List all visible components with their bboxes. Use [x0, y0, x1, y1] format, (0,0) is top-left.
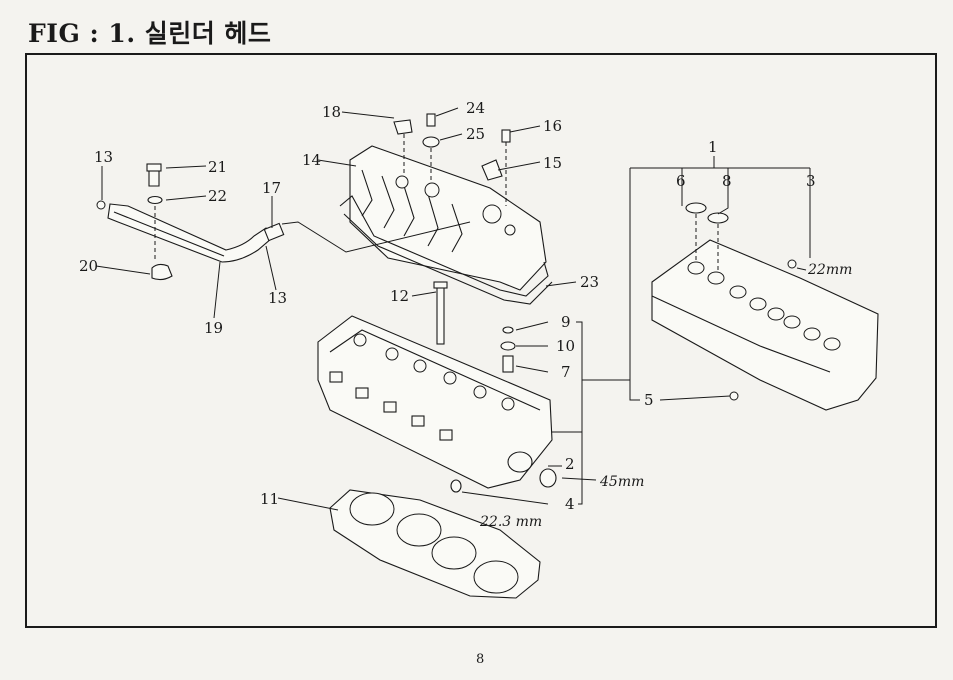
leader-lines — [95, 107, 811, 511]
breather-hose-assembly — [96, 163, 285, 281]
callout-12: 12 — [390, 287, 409, 305]
callout-16: 16 — [543, 117, 562, 135]
note-22-3mm: 22.3 mm — [479, 514, 542, 530]
callout-11: 11 — [260, 490, 279, 508]
callout-3: 3 — [806, 172, 816, 190]
rocker-cover — [339, 145, 553, 305]
head-block-inset — [651, 202, 879, 411]
figure-title: FIG : 1. 실린더 헤드 — [28, 19, 272, 48]
callout-13-top: 13 — [94, 148, 113, 166]
note-22mm: 22mm — [807, 262, 852, 278]
diagram-frame — [25, 53, 937, 628]
callout-5: 5 — [644, 391, 654, 409]
callout-8: 8 — [722, 172, 732, 190]
callout-labels: 1 2 3 4 5 6 7 8 9 10 11 12 13 13 14 15 1… — [79, 99, 816, 513]
handwritten-notes: 22mm 45mm 22.3 mm — [479, 262, 852, 530]
hose-connection-line — [281, 221, 471, 253]
callout-25: 25 — [466, 125, 485, 143]
note-45mm: 45mm — [599, 474, 644, 490]
callout-13-bottom: 13 — [268, 289, 287, 307]
callout-1: 1 — [708, 138, 718, 156]
callout-4: 4 — [565, 495, 575, 513]
callout-10: 10 — [556, 337, 575, 355]
callout-18: 18 — [322, 103, 341, 121]
callout-23: 23 — [580, 273, 599, 291]
callout-22: 22 — [208, 187, 227, 205]
callout-2: 2 — [565, 455, 575, 473]
callout-24: 24 — [466, 99, 485, 117]
callout-14: 14 — [302, 151, 321, 169]
cylinder-head — [317, 281, 557, 493]
callout-9: 9 — [561, 313, 571, 331]
callout-15: 15 — [543, 154, 562, 172]
callout-19: 19 — [204, 319, 223, 337]
callout-20: 20 — [79, 257, 98, 275]
callout-6: 6 — [676, 172, 686, 190]
callout-17: 17 — [262, 179, 281, 197]
head-gasket — [329, 489, 541, 599]
cover-fasteners — [393, 113, 511, 206]
callout-7: 7 — [561, 363, 571, 381]
callout-21: 21 — [208, 158, 227, 176]
page-number: 8 — [476, 652, 485, 667]
